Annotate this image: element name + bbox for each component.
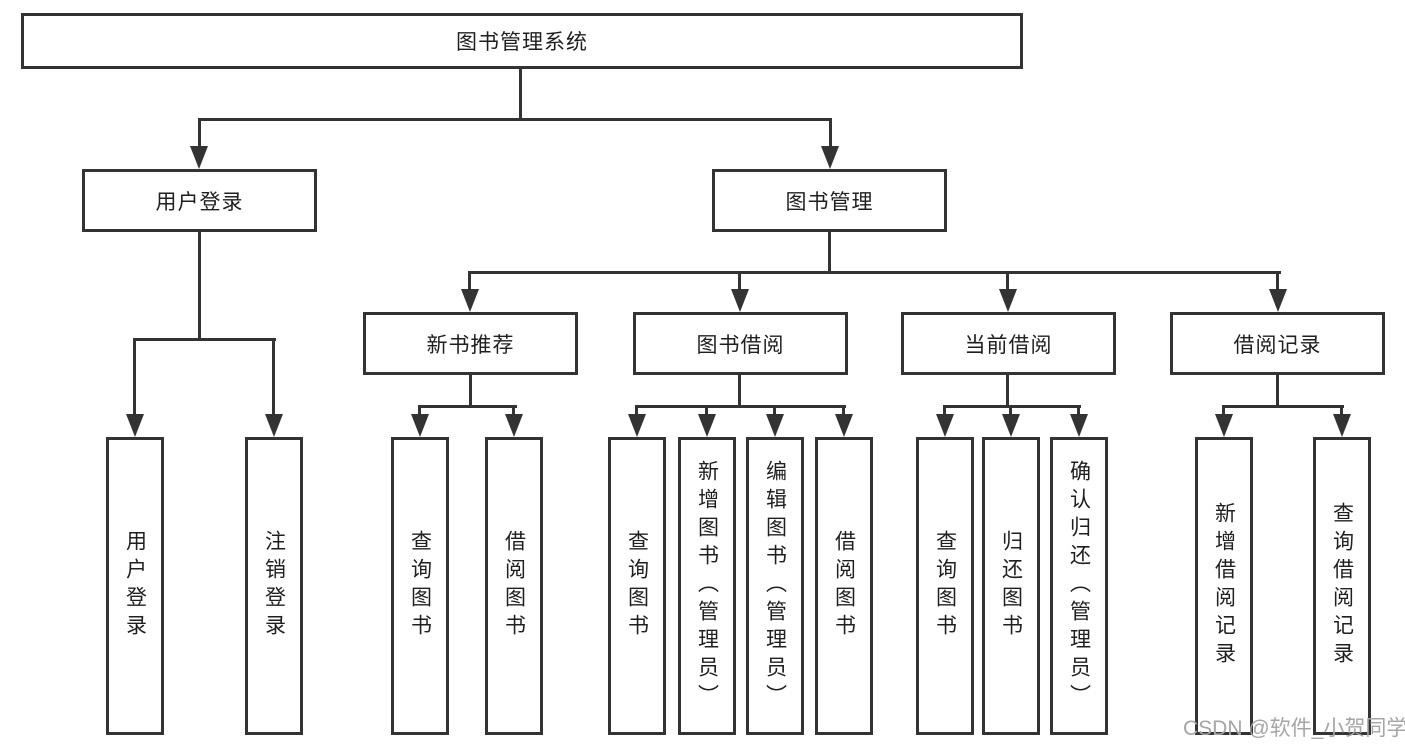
connector-line — [1276, 375, 1279, 408]
leaf-add-books-admin: 新增图书（管理员） — [678, 437, 736, 735]
arrow-down-icon — [628, 414, 646, 437]
leaf-add-borrow-record: 新增借阅记录 — [1195, 437, 1253, 735]
leaf-logout-login: 注销登录 — [245, 437, 303, 735]
leaf-borrow-books-borrowing: 借阅图书 — [815, 437, 873, 735]
leaf-user-login: 用户登录 — [106, 437, 164, 735]
connector-line — [829, 118, 832, 148]
leaf-query-borrow-record: 查询借阅记录 — [1313, 437, 1371, 735]
connector-line — [1009, 405, 1012, 417]
arrow-down-icon — [821, 146, 839, 169]
connector-line — [133, 338, 136, 416]
node-user-login: 用户登录 — [82, 169, 317, 232]
connector-line — [1276, 271, 1279, 292]
arrow-down-icon — [698, 414, 716, 437]
leaf-query-books-recommend: 查询图书 — [391, 437, 449, 735]
leaf-query-books-current: 查询图书 — [916, 437, 974, 735]
arrow-down-icon — [1215, 414, 1233, 437]
connector-line — [943, 405, 1081, 408]
connector-line — [469, 375, 472, 408]
arrow-down-icon — [1070, 414, 1088, 437]
connector-line — [1340, 405, 1343, 417]
node-library-system: 图书管理系统 — [21, 13, 1023, 69]
csdn-watermark: CSDN @软件_小贺同学 — [1183, 717, 1405, 740]
arrow-down-icon — [265, 414, 283, 437]
arrow-down-icon — [505, 414, 523, 437]
connector-line — [198, 118, 201, 148]
leaf-edit-books-admin: 编辑图书（管理员） — [746, 437, 804, 735]
arrow-down-icon — [461, 289, 479, 312]
arrow-down-icon — [411, 414, 429, 437]
node-new-book-recommend: 新书推荐 — [363, 312, 578, 375]
connector-line — [1006, 375, 1009, 408]
connector-line — [418, 405, 421, 417]
node-book-management: 图书管理 — [712, 169, 947, 232]
arrow-down-icon — [126, 414, 144, 437]
connector-line — [1077, 405, 1080, 417]
arrow-down-icon — [1333, 414, 1351, 437]
arrow-down-icon — [835, 414, 853, 437]
connector-line — [635, 405, 638, 417]
connector-line — [512, 405, 515, 417]
node-book-borrowing: 图书借阅 — [633, 312, 848, 375]
connector-line — [738, 375, 741, 408]
connector-line — [943, 405, 946, 417]
connector-line — [1006, 271, 1009, 292]
connector-line — [198, 232, 201, 341]
connector-line — [738, 271, 741, 292]
connector-line — [828, 232, 831, 274]
arrow-down-icon — [190, 146, 208, 169]
leaf-confirm-return-admin: 确认归还（管理员） — [1050, 437, 1108, 735]
connector-line — [705, 405, 708, 417]
node-borrowing-records: 借阅记录 — [1170, 312, 1385, 375]
arrow-down-icon — [731, 289, 749, 312]
arrow-down-icon — [766, 414, 784, 437]
arrow-down-icon — [936, 414, 954, 437]
node-current-borrowing: 当前借阅 — [901, 312, 1116, 375]
connector-line — [842, 405, 845, 417]
connector-line — [1222, 405, 1344, 408]
connector-line — [1222, 405, 1225, 417]
arrow-down-icon — [1269, 289, 1287, 312]
connector-line — [468, 271, 1281, 274]
connector-line — [133, 338, 276, 341]
arrow-down-icon — [1002, 414, 1020, 437]
leaf-return-books: 归还图书 — [982, 437, 1040, 735]
connector-line — [519, 69, 522, 118]
connector-line — [418, 405, 517, 408]
connector-line — [773, 405, 776, 417]
leaf-query-books-borrowing: 查询图书 — [608, 437, 666, 735]
leaf-borrow-books-recommend: 借阅图书 — [485, 437, 543, 735]
connector-line — [635, 405, 846, 408]
arrow-down-icon — [999, 289, 1017, 312]
connector-line — [468, 271, 471, 292]
connector-line — [198, 118, 832, 121]
connector-line — [272, 338, 275, 416]
